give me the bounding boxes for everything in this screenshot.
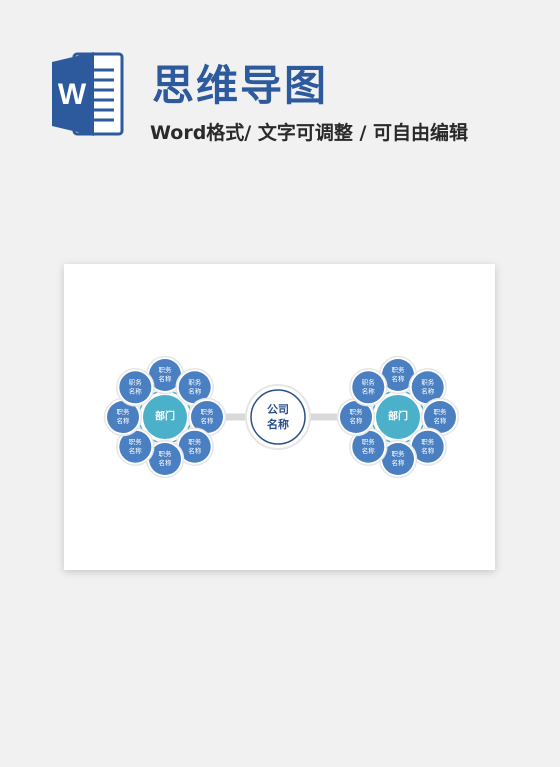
page-subtitle: Word格式/ 文字可调整 / 可自由编辑 <box>150 122 469 144</box>
left-node-5 <box>119 430 152 463</box>
right-hub-label: 部门 <box>388 410 408 423</box>
left-node-label2-0: 名称 <box>159 374 173 383</box>
right-node-label1-3: 职务 <box>421 437 435 446</box>
right-node-label2-4: 名称 <box>392 458 406 467</box>
left-node-label1-7: 职务 <box>129 378 143 387</box>
right-node-1 <box>411 371 444 404</box>
left-node-label2-6: 名称 <box>117 416 131 425</box>
mind-map-diagram: 部门职务名称职务名称职务名称职务名称职务名称职务名称职务名称职务名称部门职务名称… <box>103 355 460 479</box>
right-node-7 <box>352 371 385 404</box>
right-node-2 <box>424 401 456 433</box>
right-node-5 <box>352 430 385 463</box>
left-node-label2-4: 名称 <box>159 458 173 467</box>
left-node-1 <box>178 371 211 404</box>
left-node-label2-2: 名称 <box>201 416 215 425</box>
left-hub-label: 部门 <box>155 410 175 423</box>
left-node-label2-5: 名称 <box>129 446 143 455</box>
left-node-0 <box>149 359 181 391</box>
left-node-label1-3: 职务 <box>188 437 202 446</box>
left-node-label1-6: 职务 <box>117 407 131 416</box>
right-node-label1-2: 职务 <box>434 407 448 416</box>
left-node-label2-3: 名称 <box>188 446 202 455</box>
right-node-label2-0: 名称 <box>392 374 406 383</box>
left-node-label1-0: 职务 <box>159 365 173 374</box>
right-node-label1-1: 职务 <box>421 378 435 387</box>
left-node-label2-7: 名称 <box>129 387 143 396</box>
left-node-4 <box>149 443 181 475</box>
left-node-3 <box>178 430 211 463</box>
left-node-2 <box>191 401 223 433</box>
right-node-label2-2: 名称 <box>434 416 448 425</box>
right-node-4 <box>382 443 414 475</box>
word-logo-letter: W <box>58 78 87 111</box>
right-hub <box>376 395 420 439</box>
left-node-label2-1: 名称 <box>188 387 202 396</box>
center-node-label2: 名称 <box>267 417 289 431</box>
right-node-label1-4: 职务 <box>392 449 406 458</box>
right-node-label1-5: 职务 <box>362 437 376 446</box>
page-title: 思维导图 <box>152 61 329 110</box>
right-node-label2-1: 名称 <box>421 387 435 396</box>
left-node-7 <box>119 371 152 404</box>
right-node-label1-6: 职务 <box>350 407 364 416</box>
center-node <box>250 389 306 445</box>
right-node-label2-7: 名称 <box>362 387 376 396</box>
center-node-label1: 公司 <box>267 403 289 416</box>
left-node-label1-4: 职务 <box>159 449 173 458</box>
right-node-label2-3: 名称 <box>421 446 435 455</box>
left-node-label1-5: 职务 <box>129 437 143 446</box>
right-node-label2-5: 名称 <box>362 446 376 455</box>
left-node-label1-2: 职务 <box>201 407 215 416</box>
left-node-6 <box>107 401 139 433</box>
right-node-label1-0: 职务 <box>392 365 406 374</box>
diagram-card: 部门职务名称职务名称职务名称职务名称职务名称职务名称职务名称职务名称部门职务名称… <box>64 264 495 570</box>
word-logo-icon: W <box>50 48 126 140</box>
right-node-0 <box>382 359 414 391</box>
right-node-label1-7: 职务 <box>362 378 376 387</box>
left-node-label1-1: 职务 <box>188 378 202 387</box>
left-hub <box>143 395 187 439</box>
right-node-6 <box>340 401 372 433</box>
right-node-3 <box>411 430 444 463</box>
right-node-label2-6: 名称 <box>350 416 364 425</box>
